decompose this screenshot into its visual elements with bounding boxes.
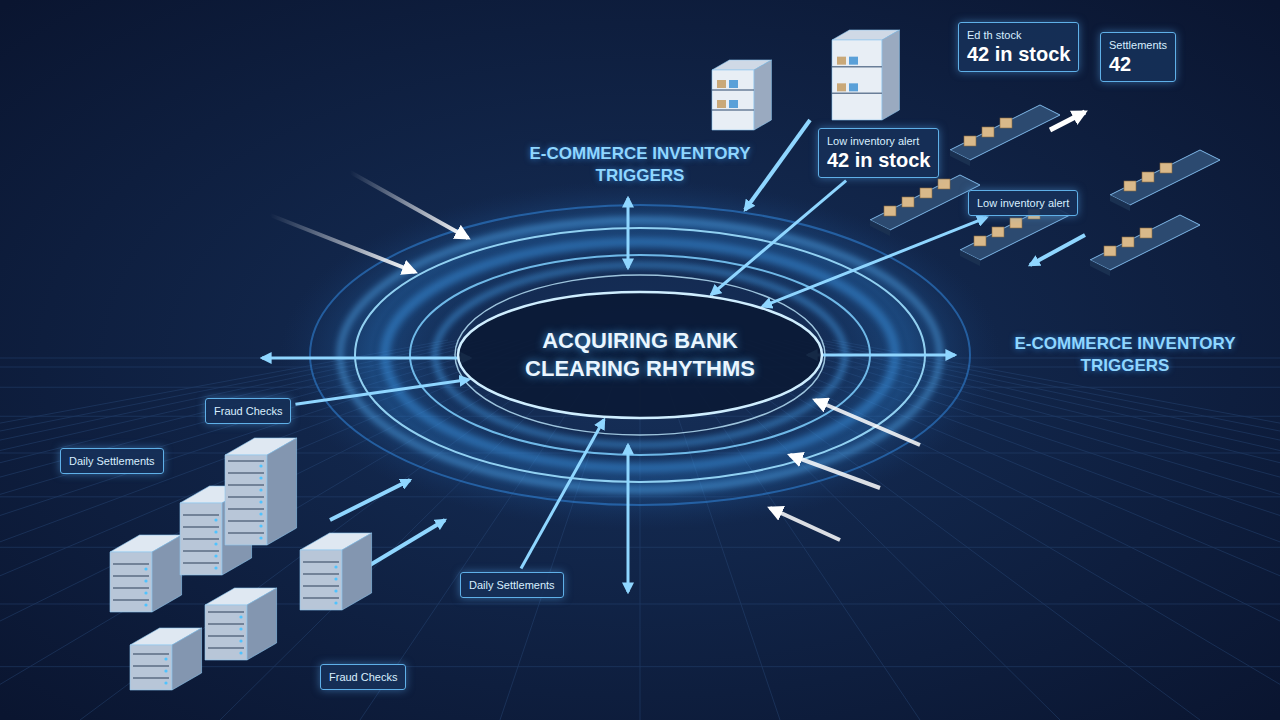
- panel-value: 42 in stock: [827, 148, 930, 172]
- panel-title: Low inventory alert: [827, 134, 930, 148]
- dashboard-panel: Settlements42: [1100, 32, 1176, 82]
- hub-ellipse: ACQUIRING BANK CLEARING RHYTHMS: [456, 290, 824, 420]
- section-label: E-COMMERCE INVENTORY TRIGGERS: [525, 143, 755, 187]
- server-rack: [130, 628, 202, 690]
- panel-title: Settlements: [1109, 38, 1167, 52]
- panel-title: Ed th stock: [967, 28, 1070, 42]
- server-rack: [110, 535, 182, 612]
- flow-connector: [295, 379, 468, 404]
- server-rack: [300, 533, 372, 610]
- panel-value: 42: [1109, 52, 1167, 76]
- panel-title: Daily Settlements: [469, 578, 555, 592]
- conveyor-belt: [950, 105, 1060, 166]
- dashboard-panel: Fraud Checks: [320, 664, 406, 690]
- dashboard-panel: Low inventory alert: [968, 190, 1078, 216]
- panel-title: Daily Settlements: [69, 454, 155, 468]
- hub-title: ACQUIRING BANK CLEARING RHYTHMS: [520, 327, 760, 383]
- storage-shelf: [832, 30, 899, 120]
- panel-title: Fraud Checks: [214, 404, 282, 418]
- ellipse-outline: [456, 290, 824, 420]
- flow-arrows: [262, 112, 1085, 592]
- server-rack: [225, 438, 297, 545]
- dashboard-panel: Low inventory alert42 in stock: [818, 128, 939, 178]
- dashboard-panel: Daily Settlements: [460, 572, 564, 598]
- dashboard-panel: Daily Settlements: [60, 448, 164, 474]
- conveyor-belt: [1090, 215, 1200, 276]
- flow-connector: [762, 217, 986, 306]
- panel-value: 42 in stock: [967, 42, 1070, 66]
- section-label: E-COMMERCE INVENTORY TRIGGERS: [1010, 333, 1240, 377]
- dashboard-panel: Ed th stock42 in stock: [958, 22, 1079, 72]
- flow-connector: [711, 181, 846, 295]
- dashboard-panel: Fraud Checks: [205, 398, 291, 424]
- warehouse-and-server-illustration: [110, 30, 1220, 690]
- server-rack: [205, 588, 277, 660]
- glow-rings: [310, 205, 970, 505]
- storage-shelf: [712, 60, 771, 130]
- flow-connector: [521, 419, 604, 568]
- panel-title: Fraud Checks: [329, 670, 397, 684]
- conveyor-belt: [1110, 150, 1220, 211]
- panel-title: Low inventory alert: [977, 196, 1069, 210]
